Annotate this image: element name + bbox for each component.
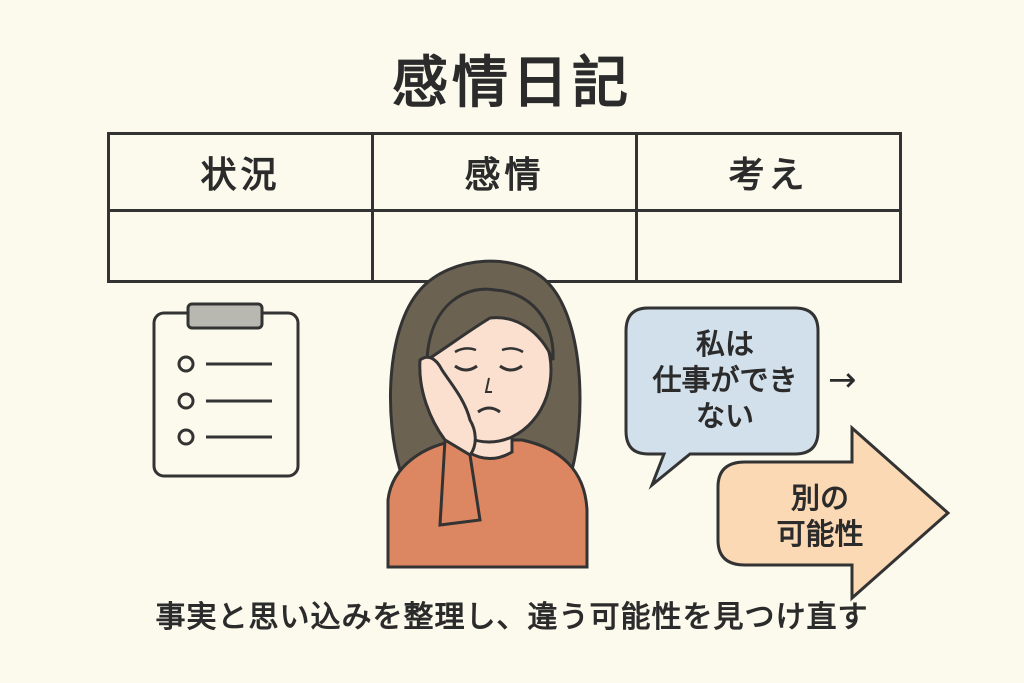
thought-line-1: 私は bbox=[695, 327, 754, 361]
closed-eye-right bbox=[499, 364, 523, 372]
alt-line-2: 可能性 bbox=[776, 517, 864, 551]
header-thought: 考え bbox=[635, 132, 902, 212]
thought-bubble-text: 私は 仕事ができ ない bbox=[640, 326, 810, 434]
thought-line-3: ない bbox=[695, 399, 754, 433]
emotion-diary-table: 状況 感情 考え bbox=[107, 132, 902, 283]
alternative-arrow-text: 別の 可能性 bbox=[745, 480, 895, 552]
header-emotion: 感情 bbox=[371, 132, 638, 212]
table-header-row: 状況 感情 考え bbox=[107, 132, 902, 212]
cell-thought bbox=[635, 209, 902, 283]
closed-eye-left bbox=[454, 364, 478, 372]
caption: 事実と思い込みを整理し、違う可能性を見つけ直す bbox=[155, 600, 869, 635]
thought-line-2: 仕事ができ bbox=[652, 363, 798, 397]
header-situation: 状況 bbox=[107, 132, 374, 212]
page-title: 感情日記 bbox=[392, 51, 632, 116]
alt-line-1: 別の bbox=[790, 481, 849, 515]
clipboard-icon bbox=[152, 302, 300, 478]
right-arrow-shape bbox=[716, 424, 951, 602]
cell-situation bbox=[107, 209, 374, 283]
sad-person-illustration bbox=[386, 259, 589, 569]
small-arrow-icon: → bbox=[828, 360, 857, 400]
speech-bubble bbox=[624, 306, 820, 490]
